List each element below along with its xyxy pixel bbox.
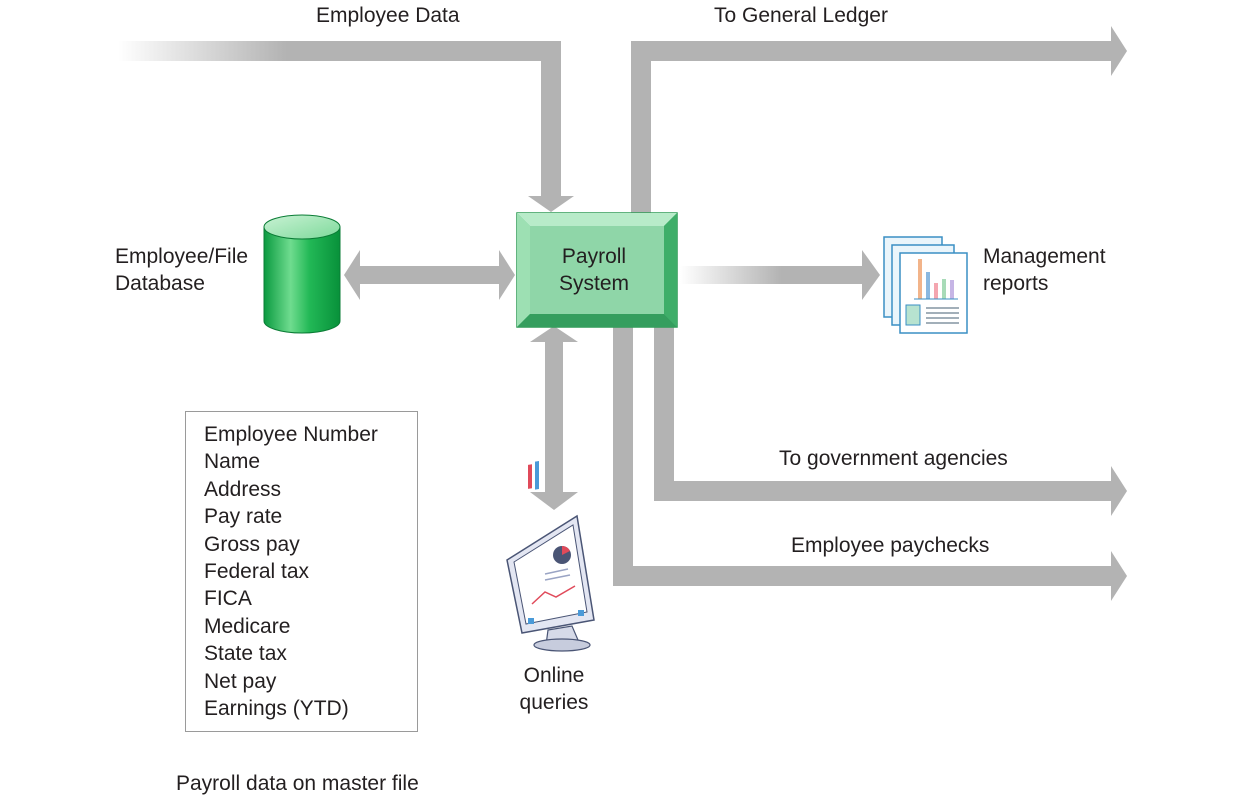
- database-double-arrow: [344, 250, 515, 300]
- employee-data-label: Employee Data: [316, 4, 460, 27]
- government-agencies-arrow: [654, 327, 1127, 516]
- employee-paychecks-arrow: [613, 327, 1127, 601]
- master-file-field: Employee Number: [204, 423, 378, 446]
- master-file-field: Federal tax: [204, 560, 310, 584]
- master-file-field: Address: [204, 477, 282, 501]
- master-file-field: Medicare: [204, 614, 291, 638]
- monitor-icon: [506, 460, 595, 652]
- employee-data-arrow: [118, 41, 574, 212]
- master-file-caption: Payroll data on master file: [176, 772, 419, 795]
- master-file-field: Net pay: [204, 669, 277, 693]
- online-queries-double-arrow: [530, 326, 578, 510]
- master-file-field: State tax: [204, 642, 287, 666]
- database-label: Employee/File Database: [115, 245, 249, 295]
- government-agencies-label: To government agencies: [779, 447, 1008, 470]
- master-file-field: Earnings (YTD): [204, 697, 349, 721]
- database-cylinder-icon: [263, 214, 341, 334]
- master-file-field: FICA: [204, 587, 252, 611]
- general-ledger-arrow: [631, 26, 1127, 213]
- report-pages-icon: [883, 236, 968, 334]
- master-file-field: Pay rate: [204, 505, 283, 529]
- payroll-system-label: Payroll System: [558, 245, 629, 295]
- employee-paychecks-label: Employee paychecks: [791, 534, 990, 557]
- payroll-system-box: [516, 212, 678, 328]
- general-ledger-label: To General Ledger: [714, 4, 888, 27]
- online-queries-label: Online queries: [519, 664, 589, 714]
- master-file-field: Gross pay: [204, 532, 300, 556]
- management-reports-arrow: [680, 250, 880, 300]
- management-reports-label: Management reports: [983, 245, 1106, 295]
- master-file-field: Name: [204, 450, 261, 474]
